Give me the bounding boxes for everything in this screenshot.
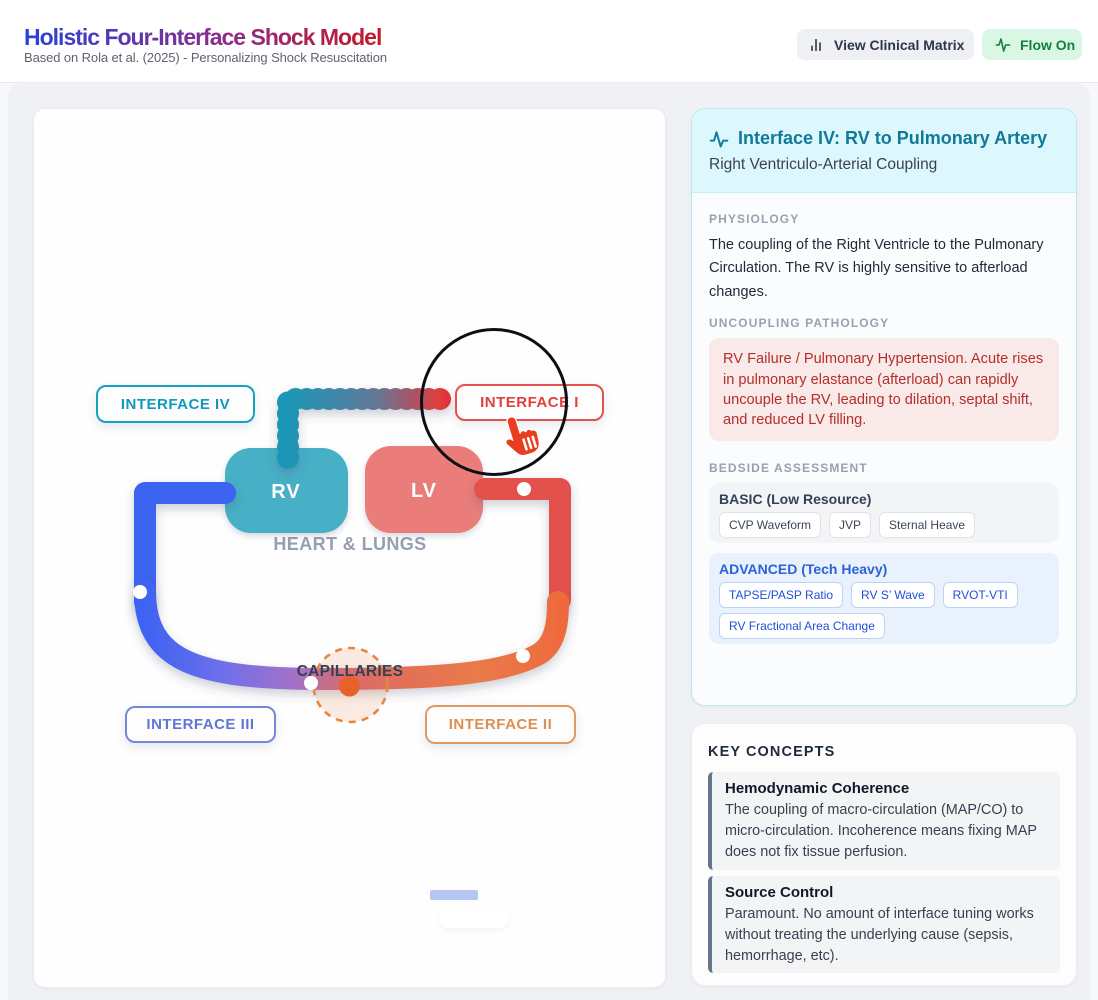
svg-text:RV: RV bbox=[271, 481, 300, 503]
svg-text:CAPILLARIES: CAPILLARIES bbox=[297, 663, 404, 680]
svg-text:LV: LV bbox=[411, 480, 437, 502]
svg-text:HEART & LUNGS: HEART & LUNGS bbox=[273, 534, 426, 554]
